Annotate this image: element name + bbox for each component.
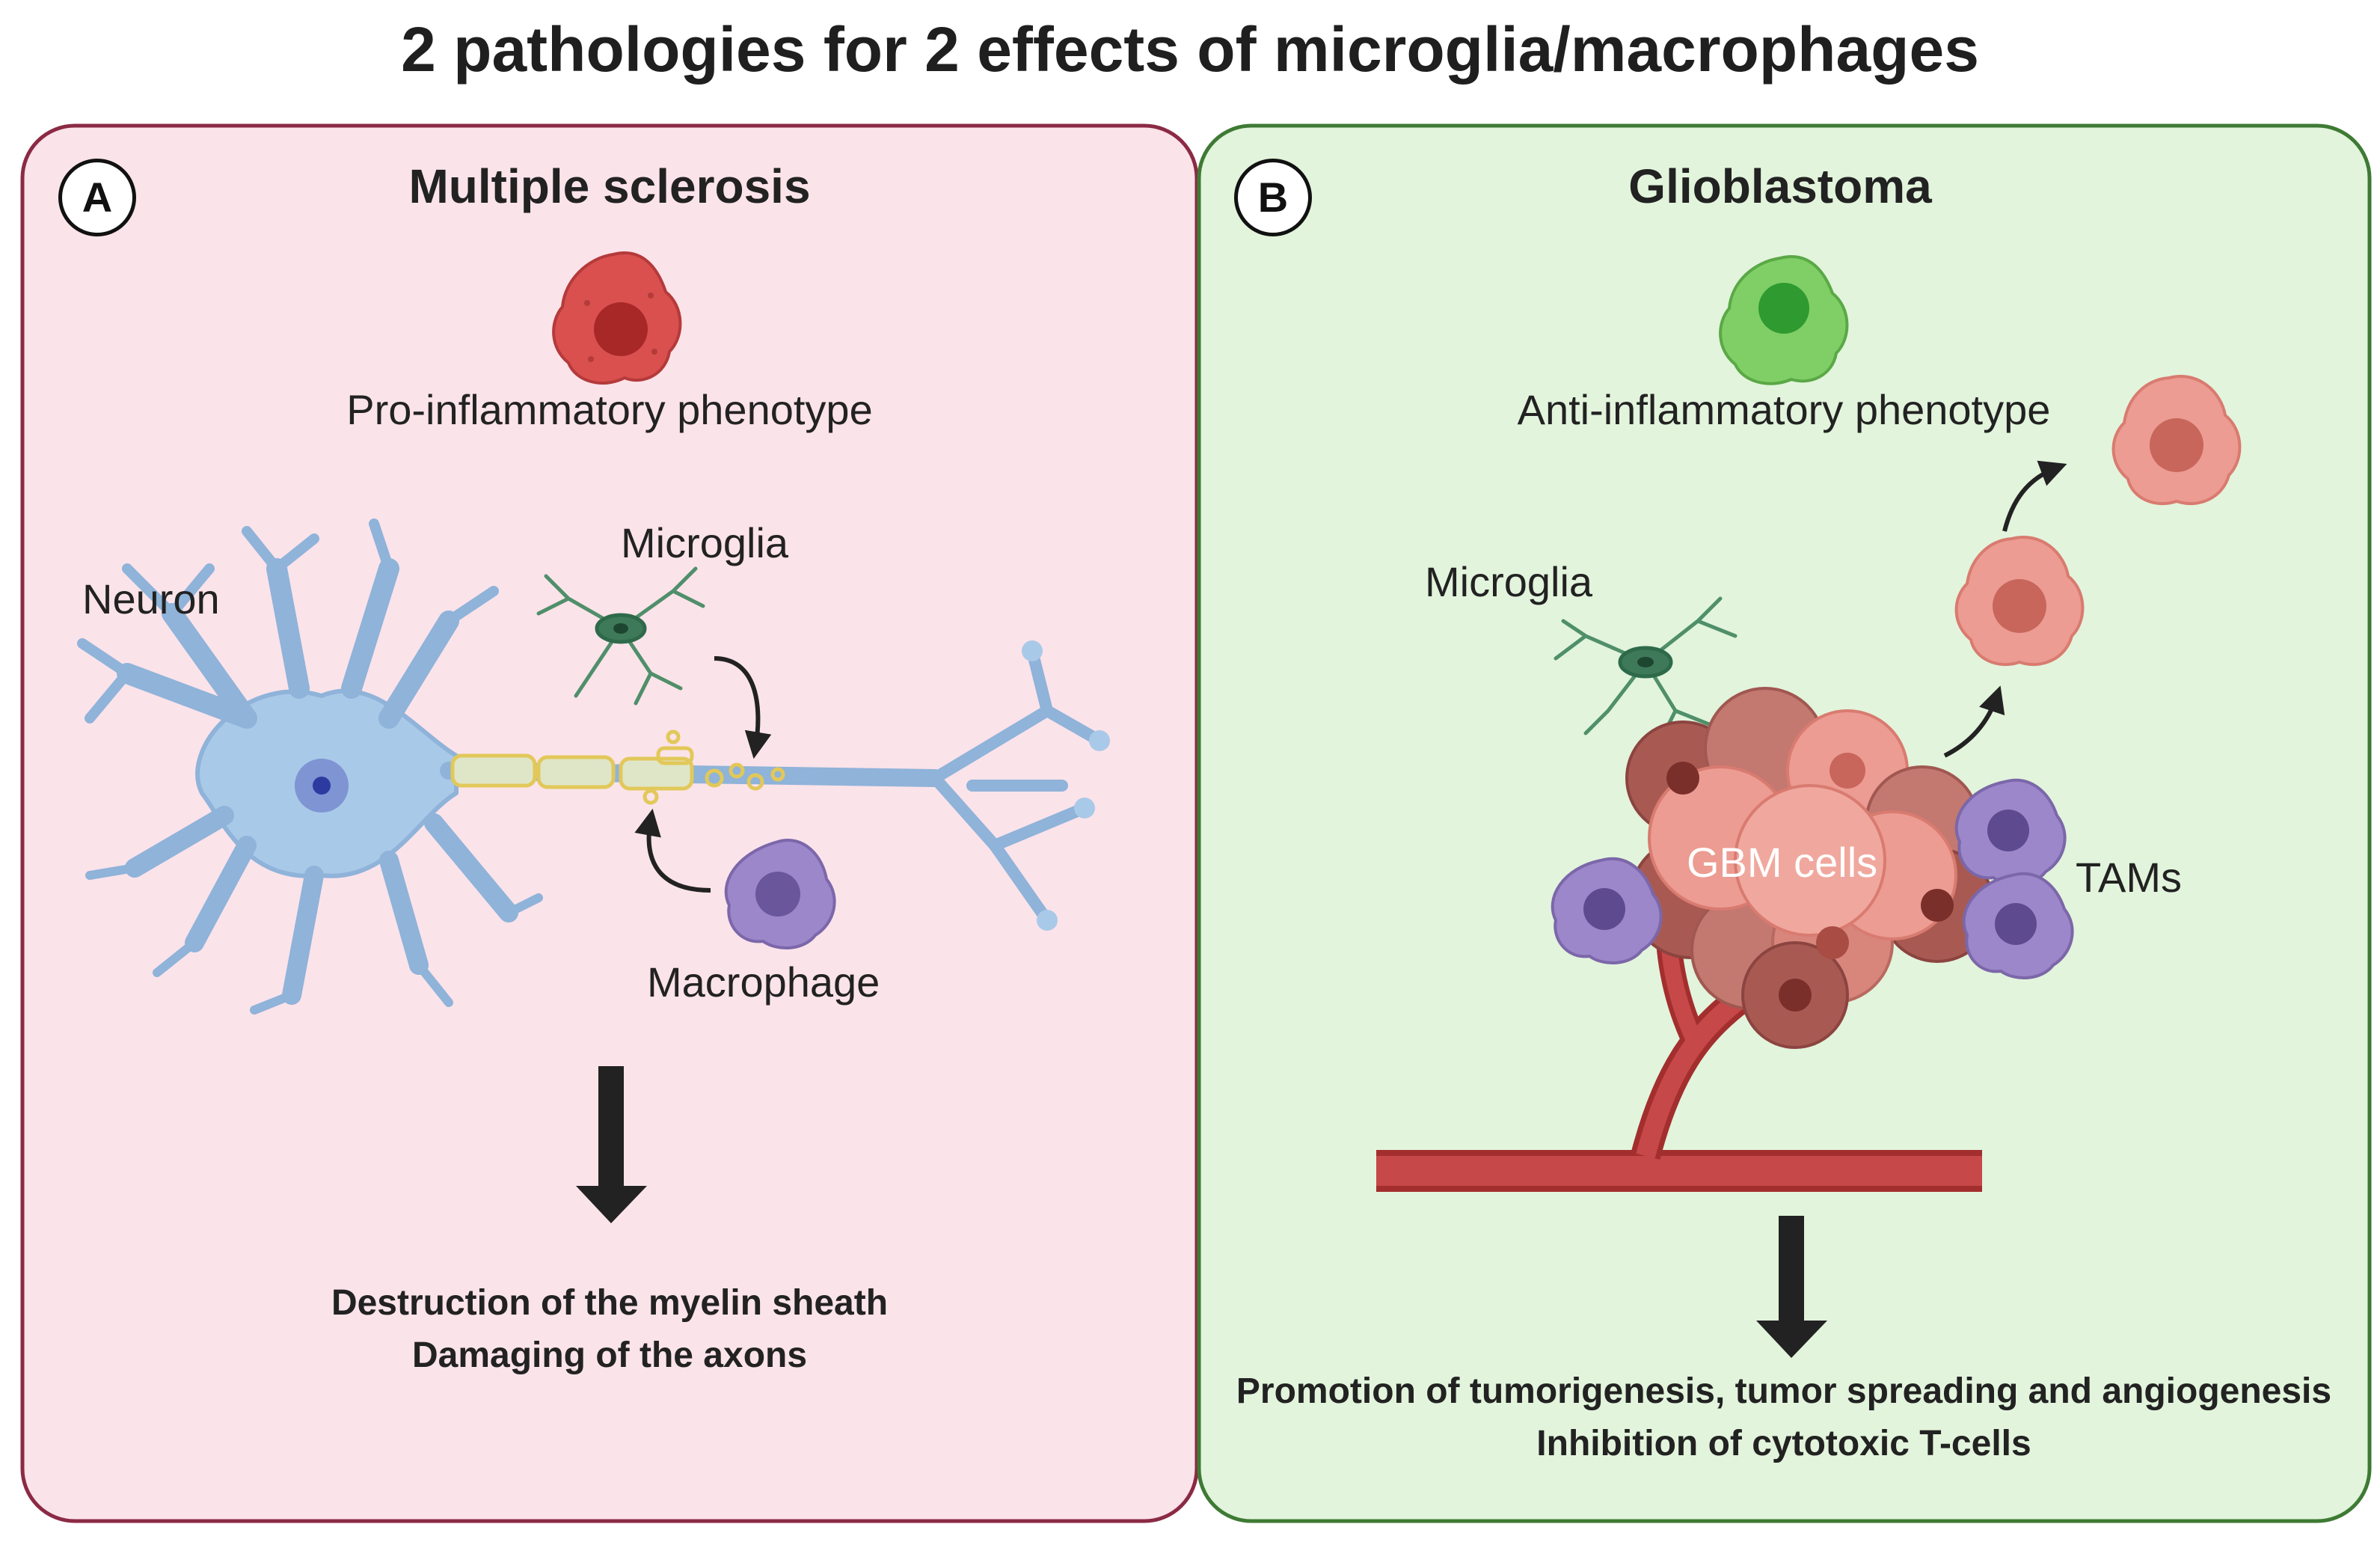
spread-arrow-2: [2002, 460, 2067, 532]
gbm-tumor-icon: [1625, 687, 1995, 1049]
spreading-tumor-cell-icon: [2111, 375, 2242, 506]
anti-inflammatory-label: Anti-inflammatory phenotype: [1517, 386, 2051, 433]
macrophage-icon: [724, 839, 836, 949]
outcome-b-line2: Inhibition of cytotoxic T-cells: [1536, 1424, 2031, 1463]
panel-a-frame: [20, 123, 1199, 1523]
spreading-tumor-cell-icon: [1954, 536, 2085, 667]
microglia-label-b: Microglia: [1425, 558, 1593, 605]
panel-b-badge: B: [1234, 159, 1312, 236]
macrophage-label: Macrophage: [647, 958, 880, 1006]
microglia-icon: [536, 566, 705, 706]
tam-cell-icon: [1551, 857, 1663, 964]
neuron-label: Neuron: [82, 575, 220, 622]
outcome-a-line2: Damaging of the axons: [411, 1336, 808, 1375]
panel-a-badge: A: [58, 159, 136, 236]
microglia-label-a: Microglia: [621, 519, 789, 566]
outcome-arrow-a: [576, 1066, 647, 1223]
tams-label: TAMs: [2076, 854, 2183, 901]
anti-inflammatory-cell-icon: [1719, 255, 1849, 385]
macrophage-arrow: [634, 808, 711, 893]
pro-inflammatory-cell-icon: [552, 251, 682, 385]
outcome-b-line1: Promotion of tumorigenesis, tumor spread…: [1236, 1371, 2332, 1411]
outcome-a-line1: Destruction of the myelin sheath: [331, 1283, 889, 1323]
outcome-arrow-b: [1756, 1216, 1827, 1358]
pro-inflammatory-label: Pro-inflammatory phenotype: [346, 386, 873, 433]
spread-arrow-1: [1943, 685, 2005, 758]
gbm-cells-label: GBM cells: [1687, 839, 1878, 886]
panel-a-heading: Multiple sclerosis: [408, 159, 811, 213]
blood-vessel-icon: [1376, 920, 1982, 1192]
neuron-icon: [77, 518, 1110, 1015]
microglia-icon: [1554, 596, 1738, 743]
panel-b-heading: Glioblastoma: [1628, 159, 1932, 213]
myelin-sheath-icon: [450, 729, 785, 805]
figure-title: 2 pathologies for 2 effects of microglia…: [401, 14, 1979, 85]
microglia-arrow: [714, 656, 772, 759]
tam-cell-icon: [1962, 872, 2074, 979]
